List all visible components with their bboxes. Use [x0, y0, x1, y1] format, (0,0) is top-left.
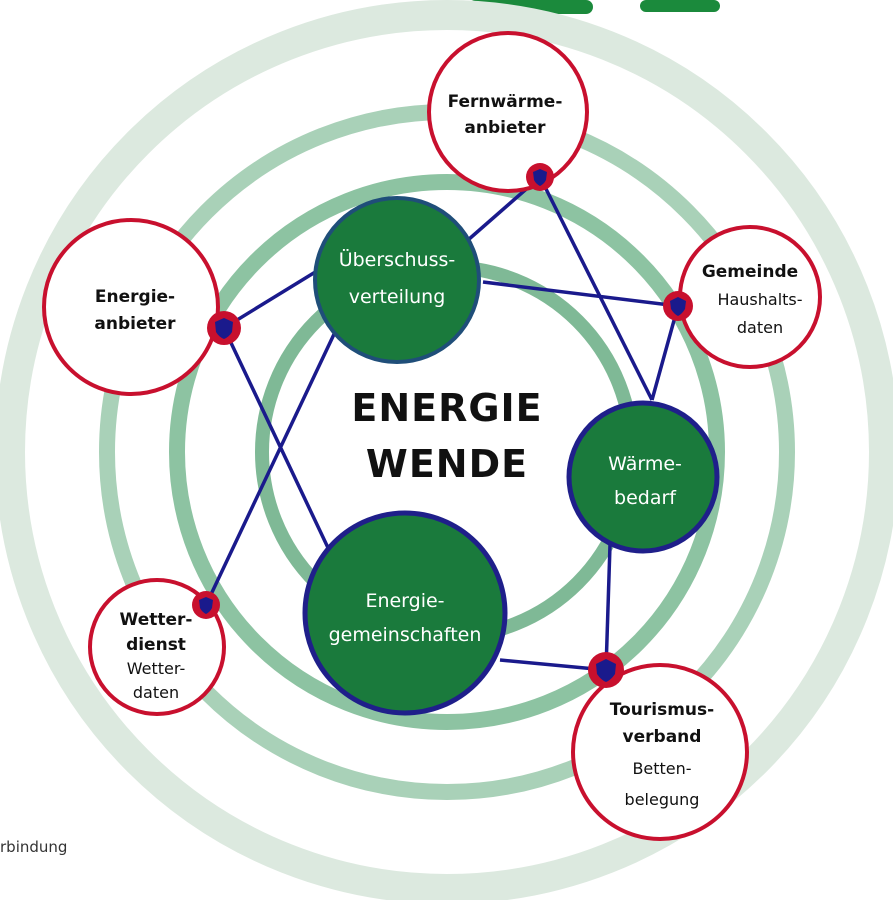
- stakeholder-fernwaermeanbieter: Fernwärme- anbieter: [427, 31, 589, 193]
- stakeholder-name-line2: anbieter: [464, 118, 546, 138]
- hub-label-line1: Überschuss-: [339, 248, 456, 271]
- stakeholder-name-line1: Tourismus-: [610, 700, 714, 720]
- hub-circle: [302, 510, 508, 716]
- shield-icon: [199, 597, 213, 614]
- shield-icon: [533, 169, 547, 186]
- stakeholder-detail-line2: daten: [133, 683, 179, 702]
- connection-node: [588, 652, 624, 688]
- stakeholder-detail-line2: daten: [737, 318, 783, 337]
- stakeholder-gemeinde: Gemeinde Haushalts- daten: [678, 225, 822, 369]
- connector-lines: [204, 175, 680, 672]
- stakeholder-detail-line1: Wetter-: [127, 659, 185, 678]
- stakeholder-name-line2: anbieter: [94, 314, 176, 334]
- stakeholder-circle: [571, 663, 749, 841]
- stakeholder-detail-line1: Betten-: [632, 759, 691, 778]
- stakeholder-circle: [427, 31, 589, 193]
- hub-label-line2: bedarf: [614, 487, 677, 509]
- stakeholder-name-line1: Fernwärme-: [448, 92, 563, 112]
- stakeholder-energieanbieter: Energie- anbieter: [42, 218, 220, 396]
- connector-line: [650, 305, 680, 401]
- center-label-line1: ENERGIE: [351, 386, 542, 430]
- connection-node: [663, 291, 693, 321]
- stakeholder-name: Gemeinde: [702, 262, 798, 282]
- connector-line: [482, 280, 679, 308]
- stakeholder-circle: [88, 578, 226, 716]
- connection-nodes: [192, 163, 693, 688]
- stakeholder-tourismusverband: Tourismus- verband Betten- belegung: [571, 663, 749, 841]
- stakeholder-circle: [42, 218, 220, 396]
- connection-node: [207, 311, 241, 345]
- hub-ueberschuss: Überschuss- verteilung: [313, 196, 481, 364]
- hub-energiegemeinschaften: Energie- gemeinschaften: [302, 510, 508, 716]
- ring-3: [169, 174, 725, 730]
- legend-fragment: rbindung: [0, 838, 67, 856]
- hub-label-line1: Wärme-: [608, 453, 682, 475]
- shield-icon: [670, 297, 686, 316]
- connection-node: [192, 591, 220, 619]
- connector-line: [538, 176, 654, 401]
- connector-line: [204, 329, 338, 606]
- stakeholder-detail-line2: belegung: [625, 790, 700, 809]
- hub-label-line2: gemeinschaften: [329, 624, 482, 646]
- hub-circle: [313, 196, 481, 364]
- shield-icon: [596, 659, 616, 682]
- hub-label-line2: verteilung: [349, 286, 446, 308]
- stakeholder-name-line2: dienst: [126, 635, 186, 655]
- connection-node: [526, 163, 554, 191]
- hub-label-line1: Energie-: [365, 590, 444, 612]
- connector-line: [604, 544, 612, 671]
- center-label-line2: WENDE: [366, 442, 528, 486]
- connector-line: [222, 327, 332, 553]
- hub-circle: [566, 400, 720, 554]
- stakeholder-detail-line1: Haushalts-: [717, 290, 802, 309]
- stakeholder-name-line1: Energie-: [95, 287, 175, 307]
- hub-waermebedarf: Wärme- bedarf: [566, 400, 720, 554]
- shield-icon: [215, 318, 233, 339]
- connector-line: [223, 261, 331, 330]
- stakeholder-wetterdienst: Wetter- dienst Wetter- daten: [88, 578, 226, 716]
- stakeholder-name-line1: Wetter-: [120, 610, 193, 630]
- stakeholder-name-line2: verband: [623, 727, 702, 747]
